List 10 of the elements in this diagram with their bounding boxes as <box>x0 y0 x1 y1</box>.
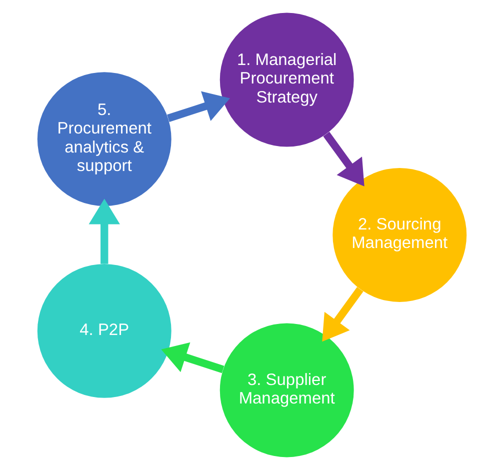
arrow <box>322 287 364 342</box>
node-circle: 5. Procurement analytics & support <box>37 72 172 206</box>
node-circle: 1. Managerial Procurement Strategy <box>220 12 354 147</box>
node-circle: 2. Sourcing Management <box>332 168 467 302</box>
arrow <box>323 132 364 186</box>
node-circle: 4. P2P <box>37 264 172 398</box>
arrow <box>161 342 224 374</box>
node-circle: 3. Supplier Management <box>220 323 354 458</box>
arrow <box>88 198 120 264</box>
arrow <box>167 91 230 122</box>
